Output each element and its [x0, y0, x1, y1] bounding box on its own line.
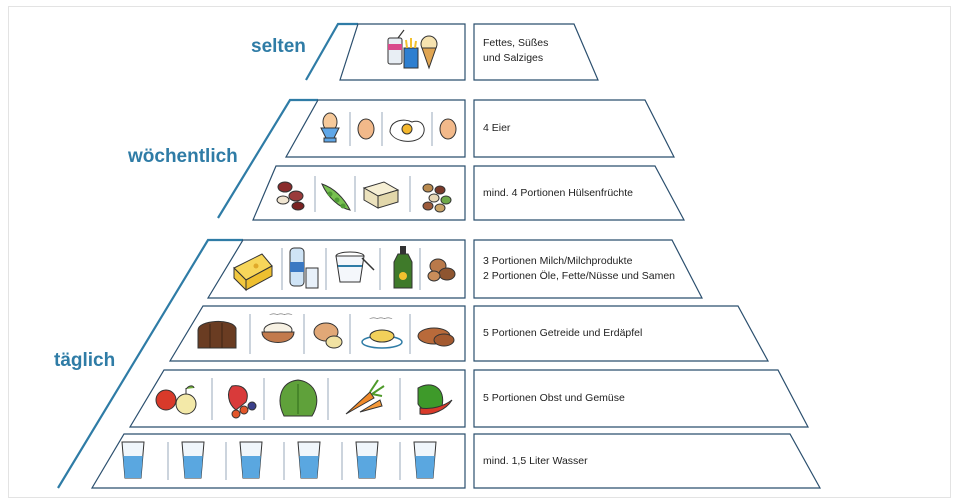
text-sweets-line2: und Salziges: [483, 52, 544, 64]
water-glass-icon: [181, 441, 205, 479]
text-legumes-line1: mind. 4 Portionen Hülsenfrüchte: [483, 187, 633, 199]
water-glass-icon: [413, 441, 437, 479]
bread-icon: [197, 321, 237, 349]
text-eggs: 4 Eier: [483, 121, 510, 136]
text-legumes: mind. 4 Portionen Hülsenfrüchte: [483, 186, 633, 201]
water-glass-icon: [297, 441, 321, 479]
text-eggs-line1: 4 Eier: [483, 122, 511, 134]
text-dairy-line2: 2 Portionen Öle, Fette/Nüsse und Samen: [483, 270, 676, 282]
water-glass-icon: [239, 441, 263, 479]
apple-icon: [155, 385, 197, 415]
oil-bottle-icon: [393, 246, 413, 289]
bracket-weekly: [217, 98, 318, 219]
roll-icon: [417, 327, 455, 347]
nuts-icon: [427, 258, 456, 282]
fried-egg-icon: [389, 119, 425, 142]
tier-dairy-oils: [206, 239, 703, 299]
potato-icon: [313, 322, 343, 349]
soda-fries-icecream-icon: [387, 29, 438, 70]
tier-grains: ⁀⁀⁀ ⁀⁀⁀: [168, 305, 770, 362]
text-fruit-veg: 5 Portionen Obst und Gemüse: [483, 391, 625, 406]
peas-icon: [321, 183, 351, 211]
berries-icon: [228, 385, 257, 419]
rice-bowl-icon: ⁀⁀⁀: [261, 314, 295, 343]
carrot-icon: [345, 379, 385, 415]
text-fruit-veg-line1: 5 Portionen Obst und Gemüse: [483, 392, 625, 404]
water-glass-icon: [121, 441, 145, 479]
egg-cup-icon: [320, 112, 340, 143]
pyramid-frame: [8, 6, 951, 498]
tier-water: [90, 433, 822, 489]
tier-eggs: [284, 99, 675, 158]
tier-legumes: [252, 165, 686, 221]
label-daily: täglich: [54, 350, 116, 371]
text-grains-line1: 5 Portionen Getreide und Erdäpfel: [483, 327, 643, 339]
beans-icon: [276, 181, 305, 211]
bracket-daily: [57, 238, 243, 489]
text-sweets: Fettes, Süßes und Salziges: [483, 36, 548, 66]
tier-sweets: [339, 23, 599, 81]
svg-text:⁀⁀⁀: ⁀⁀⁀: [269, 314, 292, 325]
tofu-icon: [362, 181, 400, 209]
text-dairy-oils: 3 Portionen Milch/Milchprodukte 2 Portio…: [483, 254, 675, 284]
water-glass-icon: [355, 441, 379, 479]
label-rarely: selten: [251, 36, 306, 57]
tier-fruit-veg: [128, 369, 809, 428]
text-water-line1: mind. 1,5 Liter Wasser: [483, 455, 588, 467]
text-sweets-line1: Fettes, Süßes: [483, 37, 549, 49]
bracket-rarely: [305, 22, 358, 81]
lettuce-icon: [279, 379, 318, 417]
egg-icon: [439, 118, 457, 140]
yogurt-icon: [335, 251, 375, 283]
text-grains: 5 Portionen Getreide und Erdäpfel: [483, 326, 642, 341]
egg-icon: [357, 118, 375, 140]
text-dairy-line1: 3 Portionen Milch/Milchprodukte: [483, 255, 633, 267]
label-weekly: wöchentlich: [128, 146, 238, 167]
pepper-icon: [417, 384, 453, 415]
mixed-beans-icon: [422, 183, 452, 213]
pasta-icon: ⁀⁀⁀: [361, 318, 403, 349]
cheese-icon: [233, 253, 273, 292]
text-water: mind. 1,5 Liter Wasser: [483, 454, 588, 469]
svg-text:⁀⁀⁀: ⁀⁀⁀: [369, 318, 392, 329]
milk-icon: [289, 247, 319, 289]
